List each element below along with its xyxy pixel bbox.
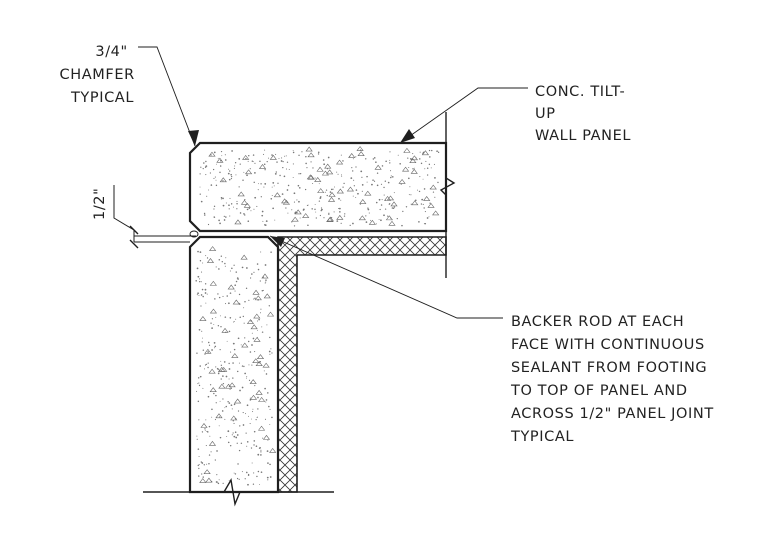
chamfer-leader <box>138 46 196 147</box>
panel-arrowhead <box>400 129 415 143</box>
backer-rod-label: BACKER ROD AT EACH FACE WITH CONTINUOUS … <box>510 314 719 445</box>
break-line-bottom <box>143 477 334 507</box>
joint-dimension-label: 1/2" <box>92 188 108 220</box>
rigid-insulation <box>277 236 447 493</box>
chamfer-label: 3/4" CHAMFER TYPICAL <box>60 44 140 106</box>
backer-leader <box>269 235 503 319</box>
panel-leader <box>399 87 528 144</box>
concrete-stipple-side <box>195 246 277 486</box>
concrete-stipple-top <box>199 146 440 227</box>
wall-panel-label: CONC. TILT- UP WALL PANEL <box>535 84 631 144</box>
dimension-tick <box>129 225 139 249</box>
dimension-witness <box>113 185 196 242</box>
chamfer-arrowhead <box>188 130 199 146</box>
break-line-right <box>439 112 456 278</box>
backer-arrowhead <box>270 236 285 247</box>
horizontal-wall-panel <box>188 141 448 233</box>
